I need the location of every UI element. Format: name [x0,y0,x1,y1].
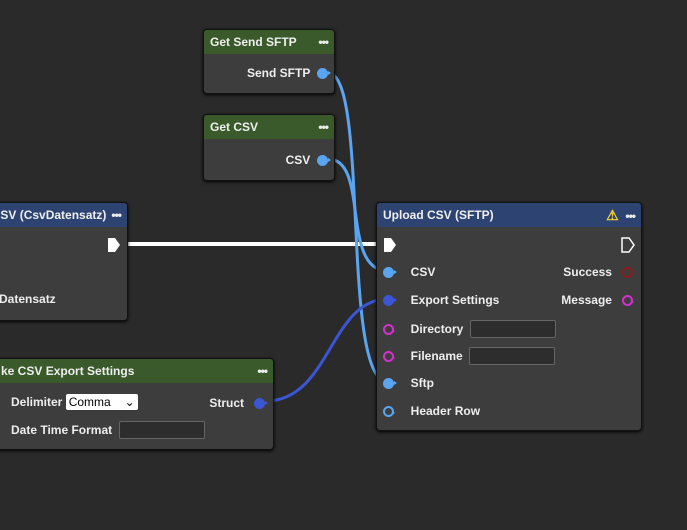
exec-in-pin[interactable] [383,237,397,253]
datetime-format-input[interactable] [118,421,205,439]
export-settings-input-pin[interactable] [383,294,397,306]
upload-csv-node[interactable]: Upload CSV (SFTP) ⚠ ••• CSV Export Settin… [376,202,642,431]
node-title: SV (CsvDatensatz) [0,208,107,222]
more-icon[interactable]: ••• [318,120,329,134]
warning-icon: ⚠ [606,206,619,223]
get-csv-node[interactable]: Get CSV ••• CSV [203,114,335,181]
more-icon[interactable]: ••• [111,208,122,222]
delimiter-select[interactable]: Comma⌄ [65,394,138,410]
more-icon[interactable]: ••• [318,35,329,49]
csv-input-pin[interactable] [383,266,397,278]
pin-label: CSV [410,265,436,279]
pin-label: Directory [410,322,464,336]
node-title: Get Send SFTP [210,35,297,49]
output-pin[interactable] [317,154,331,166]
more-icon[interactable]: ••• [257,364,268,378]
node-title: Upload CSV (SFTP) [383,208,494,222]
header-row-input-pin[interactable] [383,405,395,417]
directory-input[interactable] [470,320,557,338]
struct-output-pin[interactable] [254,397,268,409]
output-pin[interactable] [317,67,331,79]
pin-label: Message [561,293,612,307]
wire-csv [327,157,389,273]
node-title: ke CSV Export Settings [1,364,135,378]
filename-input[interactable] [469,347,556,365]
pin-label: Sftp [410,376,434,390]
exec-out-pin[interactable] [621,237,635,253]
datetime-label: Date Time Format [11,423,113,437]
node-title: Get CSV [210,120,259,134]
pin-label: Success [563,265,612,279]
success-output-pin[interactable] [622,266,634,278]
sftp-input-pin[interactable] [383,377,397,389]
message-output-pin[interactable] [622,294,634,306]
pin-label: Export Settings [410,293,500,307]
csv-datensatz-node[interactable]: SV (CsvDatensatz) ••• Datensatz [0,202,128,321]
pin-label: CSV [285,153,311,167]
pin-label: Send SFTP [246,66,311,80]
csv-export-settings-node[interactable]: ke CSV Export Settings ••• Delimiter Comm… [0,358,274,450]
pin-label: Header Row [410,404,481,418]
directory-input-pin[interactable] [383,323,395,335]
more-icon[interactable]: ••• [625,208,636,223]
pin-label: Filename [410,349,463,363]
delimiter-label: Delimiter [11,395,63,409]
chevron-down-icon: ⌄ [124,395,135,409]
exec-out-pin[interactable] [107,237,121,253]
wire-send-sftp [327,71,389,384]
wire-struct [265,297,389,403]
filename-input-pin[interactable] [383,350,395,362]
get-send-sftp-node[interactable]: Get Send SFTP ••• Send SFTP [203,29,335,94]
pin-label: Struct [209,396,244,410]
pin-label: Datensatz [0,292,56,306]
